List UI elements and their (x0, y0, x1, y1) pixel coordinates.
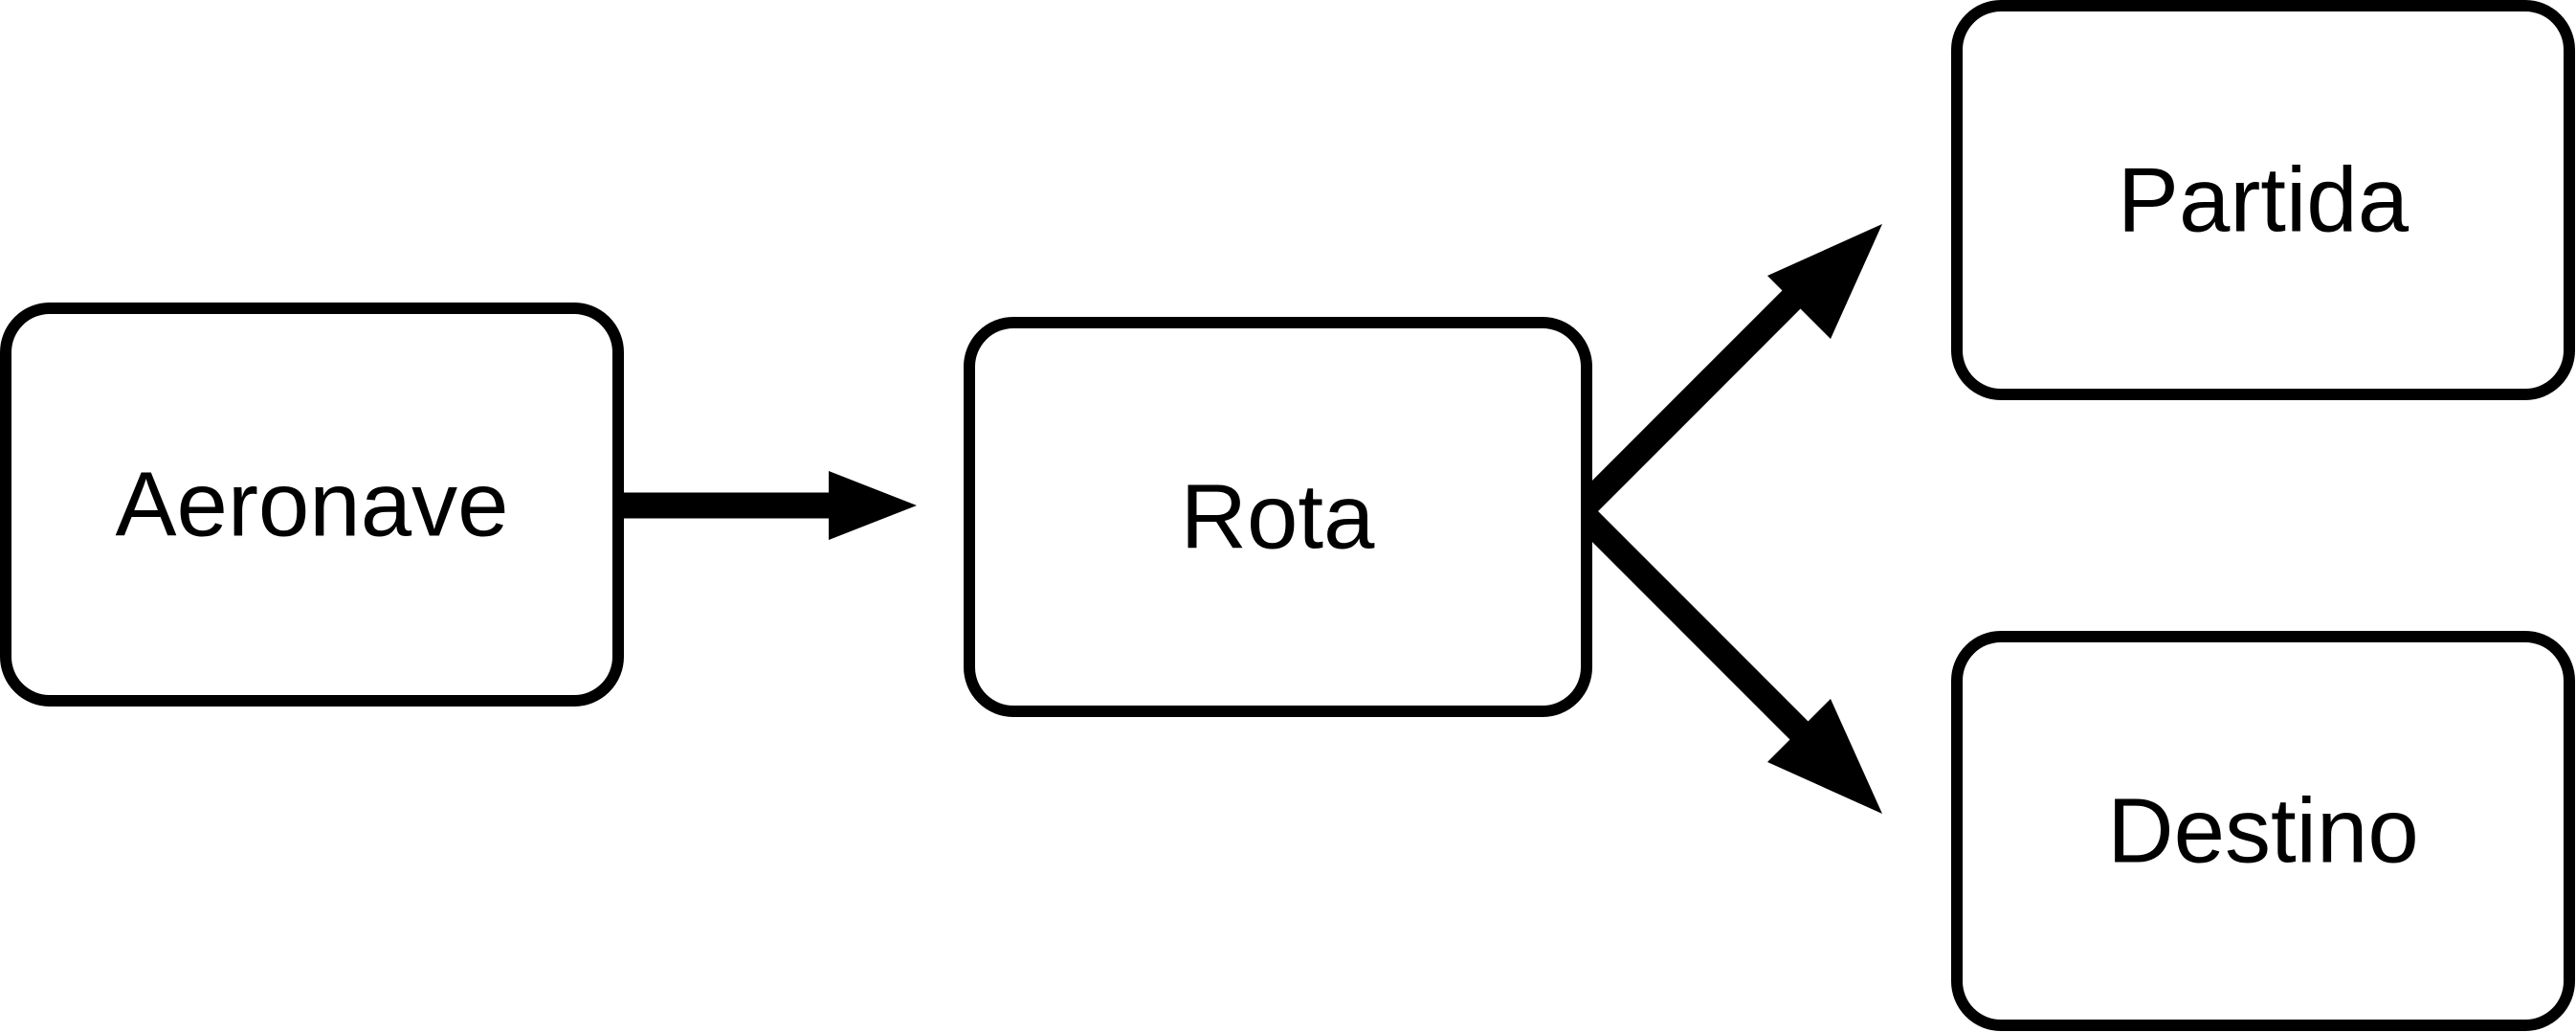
node-box (964, 317, 1592, 717)
edge-rota-to-destino (1576, 507, 1882, 814)
node-rota: Rota (964, 317, 1592, 717)
node-aeronave: Aeronave (0, 303, 624, 707)
node-label-aeronave: Aeronave (116, 454, 509, 556)
node-partida: Partida (1951, 0, 2575, 400)
edge-aeronave-to-rota (620, 471, 917, 540)
node-destino: Destino (1951, 631, 2575, 1031)
arrowhead-icon (1767, 224, 1882, 339)
node-box (0, 303, 624, 707)
node-label-partida: Partida (2118, 149, 2409, 252)
arrowhead-icon (829, 471, 917, 540)
edge-rota-to-partida (1576, 224, 1882, 515)
node-box (1951, 631, 2575, 1031)
edge-line (1576, 507, 1811, 743)
node-label-rota: Rota (1181, 466, 1375, 569)
node-label-destino: Destino (2107, 780, 2419, 883)
edge-line (1576, 280, 1811, 515)
node-box (1951, 0, 2575, 400)
arrowhead-icon (1767, 699, 1882, 814)
